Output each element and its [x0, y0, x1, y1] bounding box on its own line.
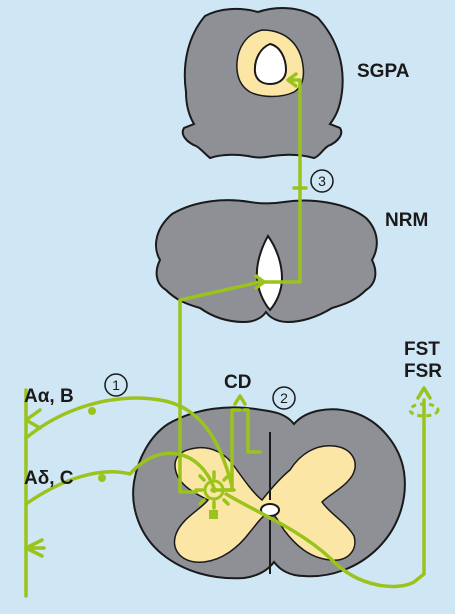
- nrm-label: NRM: [385, 210, 428, 231]
- interneuron-terminal: [209, 510, 218, 519]
- fst-label: FST: [404, 339, 440, 360]
- marker-1: 1: [105, 374, 127, 396]
- marker-2-label: 2: [280, 390, 288, 406]
- cd-label: CD: [224, 372, 251, 393]
- interneuron-core: [211, 487, 217, 493]
- a-alpha-b-terminal: [88, 407, 96, 415]
- spinal-cord-section: [133, 407, 405, 578]
- sensory-ending-lower: [26, 540, 44, 556]
- sgpa-label: SGPA: [357, 61, 410, 82]
- midbrain-section: [183, 8, 343, 158]
- marker-3: 3: [311, 170, 333, 192]
- cd-arrow: [235, 396, 245, 404]
- marker-3-label: 3: [318, 173, 326, 189]
- sensory-ending-upper: [26, 410, 40, 428]
- a-delta-c-terminal: [98, 474, 106, 482]
- medulla-section: [156, 200, 377, 322]
- fsr-label: FSR: [404, 361, 442, 382]
- marker-2: 2: [273, 387, 295, 409]
- a-alpha-b-label: Aα, B: [24, 386, 74, 407]
- fst-arrow: [418, 388, 430, 398]
- a-delta-c-label: Aδ, C: [24, 468, 74, 489]
- marker-1-label: 1: [112, 377, 120, 393]
